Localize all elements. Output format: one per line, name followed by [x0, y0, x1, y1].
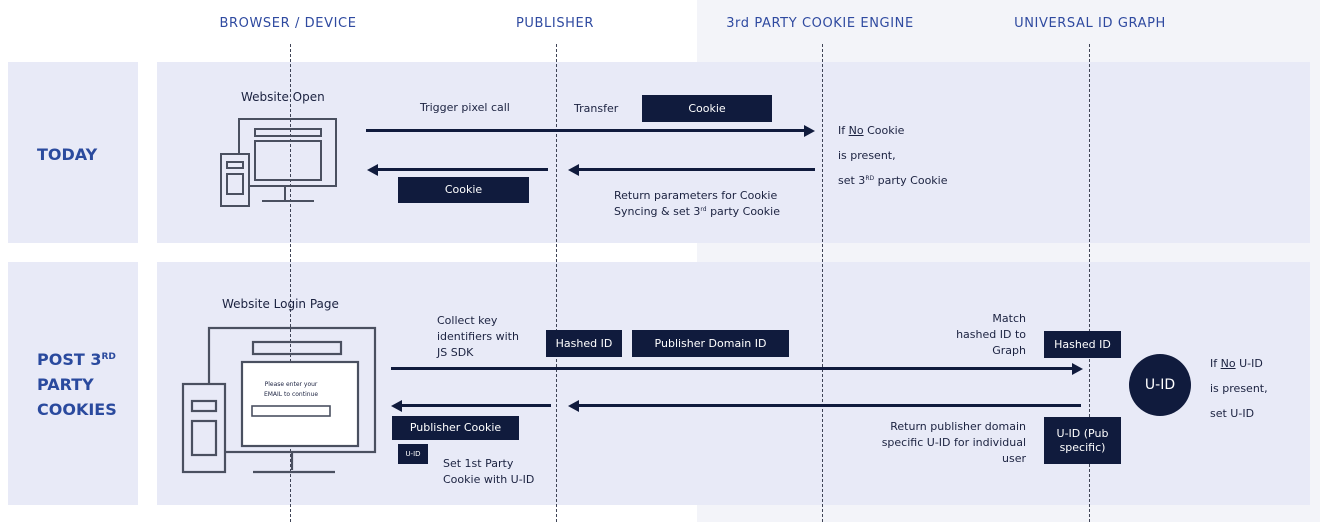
match-line2: hashed ID to [956, 328, 1026, 341]
match-line3: Graph [992, 344, 1026, 357]
column-header-publisher: PUBLISHER [515, 16, 595, 31]
collect-arrow [391, 362, 1083, 375]
if-no-cookie-post: Cookie [863, 124, 905, 137]
if-no-cookie-label: If No Cookie is present, set 3RD party C… [838, 118, 948, 193]
return-uid-arrow-to-publisher [568, 399, 1081, 412]
return-parameters-label: Return parameters for Cookie Syncing & s… [614, 188, 780, 220]
return-uid-line3: user [1002, 452, 1026, 465]
set-1st-party-cookie-label: Set 1st Party Cookie with U-ID [443, 456, 534, 488]
trigger-pixel-call-label: Trigger pixel call [420, 101, 510, 114]
collect-identifiers-label: Collect key identifiers with JS SDK [437, 313, 519, 361]
if-no-uid-pre: If [1210, 357, 1221, 370]
if-no-cookie-no: No [848, 124, 864, 137]
trigger-arrow [366, 124, 815, 137]
row-label-today: TODAY [37, 145, 98, 164]
website-open-label: Website Open [241, 90, 325, 104]
login-form-prompt: Please enter your EMAIL to continue [246, 380, 336, 400]
set1st-line1: Set 1st Party [443, 457, 514, 470]
uid-is-present-label: is present, [1210, 382, 1268, 395]
cookie-engine-lifeline [822, 44, 823, 522]
match-line1: Match [992, 312, 1026, 325]
row-label-post-sup: RD [101, 352, 116, 362]
cookie-box-return: Cookie [398, 177, 529, 203]
set-uid-label: set U-ID [1210, 407, 1255, 420]
hashed-id-box-publisher: Hashed ID [546, 330, 622, 357]
if-no-uid-no: No [1220, 357, 1236, 370]
login-form-line1: Please enter your [264, 381, 318, 388]
return-arrow-to-publisher [568, 163, 815, 176]
return-parameters-line1: Return parameters for Cookie [614, 189, 778, 202]
email-input[interactable] [253, 407, 329, 416]
collect-line2: identifiers with [437, 330, 519, 343]
return-uid-line1: Return publisher domain [890, 420, 1026, 433]
website-login-page-label: Website Login Page [222, 297, 339, 311]
transfer-label: Transfer [574, 102, 619, 115]
id-graph-lifeline [1089, 44, 1090, 522]
collect-line3: JS SDK [437, 346, 474, 359]
return-uid-arrow-to-browser [391, 399, 551, 412]
row-label-post-3rd-party-cookies: POST 3RD PARTY COOKIES [37, 347, 117, 422]
column-header-browser: BROWSER / DEVICE [219, 16, 357, 31]
uid-pub-specific-box: U-ID (Pub specific) [1044, 417, 1121, 464]
uid-node: U-ID [1129, 354, 1191, 416]
row-label-post-line3: COOKIES [37, 400, 117, 419]
column-header-id-graph: UNIVERSAL ID GRAPH [1014, 16, 1166, 31]
post-label-lane [8, 262, 138, 505]
set1st-line2: Cookie with U-ID [443, 473, 535, 486]
today-label-lane [8, 62, 138, 243]
today-content-lane [157, 62, 1310, 243]
publisher-cookie-box: Publisher Cookie [392, 416, 519, 440]
if-no-uid-post: U-ID [1235, 357, 1263, 370]
return-parameters-line2-sup: rd [700, 206, 707, 213]
is-present-label: is present, [838, 149, 896, 162]
set-3rd-pre: set 3 [838, 174, 866, 187]
uid-small-box: U-ID [398, 444, 428, 464]
if-no-uid-label: If No U-ID is present, set U-ID [1210, 351, 1268, 426]
return-parameters-line2-pre: Syncing & set 3 [614, 205, 701, 218]
uid-pub-line2: specific) [1059, 440, 1106, 454]
set-3rd-post: party Cookie [874, 174, 948, 187]
row-label-post-line1: POST 3 [37, 350, 102, 369]
row-label-post-line2: PARTY [37, 375, 94, 394]
match-hashed-id-label: Match hashed ID to Graph [940, 311, 1026, 359]
return-uid-line2: specific U-ID for individual [881, 436, 1026, 449]
if-no-cookie-pre: If [838, 124, 849, 137]
browser-lifeline [290, 44, 291, 522]
uid-pub-line1: U-ID (Pub [1056, 426, 1109, 440]
login-form-line2: EMAIL to continue [263, 391, 319, 398]
cookie-box-transfer: Cookie [642, 95, 772, 122]
return-publisher-domain-label: Return publisher domain specific U-ID fo… [860, 419, 1026, 467]
hashed-id-box-graph: Hashed ID [1044, 331, 1121, 358]
column-header-cookie-engine: 3rd PARTY COOKIE ENGINE [726, 16, 914, 31]
return-parameters-line2-post: party Cookie [706, 205, 780, 218]
publisher-domain-id-box: Publisher Domain ID [632, 330, 789, 357]
publisher-lifeline [556, 44, 557, 522]
device-icon-today [220, 118, 337, 207]
return-arrow-to-browser [367, 163, 548, 176]
device-icon-login [181, 326, 377, 474]
collect-line1: Collect key [437, 314, 498, 327]
set-3rd-sup: RD [865, 175, 875, 182]
